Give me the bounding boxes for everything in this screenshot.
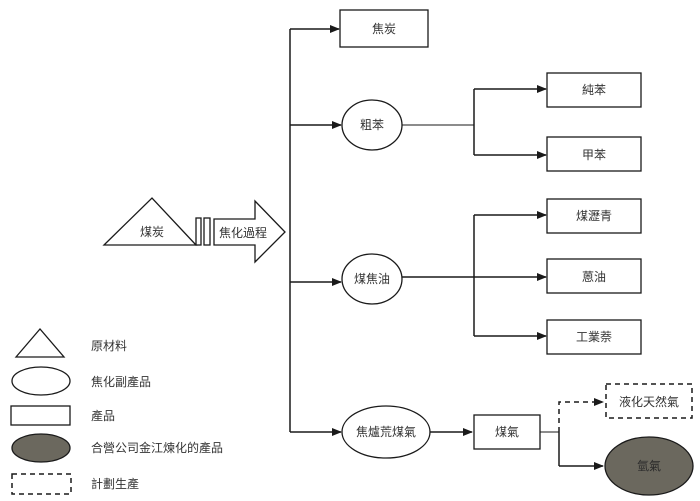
coal-gas-label: 煤氣 <box>495 425 519 439</box>
legend-product-label: 產品 <box>91 408 115 423</box>
toluene-label: 甲苯 <box>582 148 606 162</box>
legend-planned-label: 計劃生產 <box>91 476 139 491</box>
node-coke-oven-gas: 焦爐荒煤氣 <box>341 405 431 459</box>
process-label: 焦化過程 <box>219 225 267 240</box>
coal-tar-label: 煤焦油 <box>354 272 390 286</box>
node-lng: 液化天然氣 <box>605 383 693 419</box>
node-coal-pitch: 煤瀝青 <box>546 198 642 234</box>
legend-dashed-rect-icon <box>11 473 72 495</box>
coal-tar-ellipse <box>341 253 403 305</box>
node-crude-benzene: 粗苯 <box>341 99 403 151</box>
coal-gas-box <box>473 414 541 450</box>
coking-process-arrow: 焦化過程 <box>213 199 286 264</box>
crude-benzene-label: 粗苯 <box>360 118 384 132</box>
pure-benzene-label: 純苯 <box>582 83 606 97</box>
conveyor-bar-2 <box>203 217 211 246</box>
legend-item-raw-material: 原材料 <box>14 328 127 358</box>
hydrogen-label: 氫氣 <box>637 458 661 473</box>
hydrogen-ellipse <box>604 436 694 496</box>
node-coal-tar: 煤焦油 <box>341 253 403 305</box>
node-anthracene-oil: 蒽油 <box>546 258 642 294</box>
legend-ellipse-icon <box>11 366 71 396</box>
legend-coking-byproduct-label: 焦化副產品 <box>91 374 151 389</box>
lng-dashed-box <box>605 383 693 419</box>
coke-oven-gas-label: 焦爐荒煤氣 <box>356 424 416 439</box>
legend-triangle-icon <box>14 328 66 358</box>
planned-line-to-lng <box>558 401 602 432</box>
legend-item-jv-product: 合營公司金江煉化的產品 <box>11 433 223 463</box>
node-industrial-naphthalene: 工業萘 <box>546 319 642 355</box>
pure-benzene-box <box>546 72 642 108</box>
toluene-box <box>546 136 642 172</box>
legend-raw-material-label: 原材料 <box>91 339 127 353</box>
lng-label: 液化天然氣 <box>619 394 679 409</box>
legend-rect-icon <box>10 405 71 426</box>
node-toluene: 甲苯 <box>546 136 642 172</box>
raw-material-coal: 煤炭 <box>102 197 198 246</box>
process-arrow-shape <box>213 199 286 264</box>
coke-box <box>339 9 429 48</box>
anthracene-oil-box <box>546 258 642 294</box>
industrial-naphthalene-box <box>546 319 642 355</box>
node-hydrogen: 氫氣 <box>604 436 694 496</box>
planned-arrowhead-to-lng <box>594 398 604 406</box>
legend-item-planned: 計劃生產 <box>11 473 139 495</box>
raw-material-triangle <box>102 197 198 246</box>
node-pure-benzene: 純苯 <box>546 72 642 108</box>
raw-material-label: 煤炭 <box>140 225 164 239</box>
conveyor-bar-1 <box>195 217 202 246</box>
coal-pitch-label: 煤瀝青 <box>576 208 612 223</box>
coke-label: 焦炭 <box>372 22 396 36</box>
legend-item-coking-byproduct: 焦化副產品 <box>11 366 151 396</box>
legend: 原材料 焦化副產品 產品 合營公司金江煉化的產品 計劃生產 <box>10 328 223 495</box>
industrial-naphthalene-label: 工業萘 <box>576 330 612 344</box>
legend-jv-product-label: 合營公司金江煉化的產品 <box>91 440 223 455</box>
legend-item-product: 產品 <box>10 405 115 426</box>
node-coke: 焦炭 <box>339 9 429 48</box>
coal-pitch-box <box>546 198 642 234</box>
anthracene-oil-label: 蒽油 <box>582 270 606 284</box>
legend-filled-ellipse-icon <box>11 433 71 463</box>
node-coal-gas: 煤氣 <box>473 414 541 450</box>
